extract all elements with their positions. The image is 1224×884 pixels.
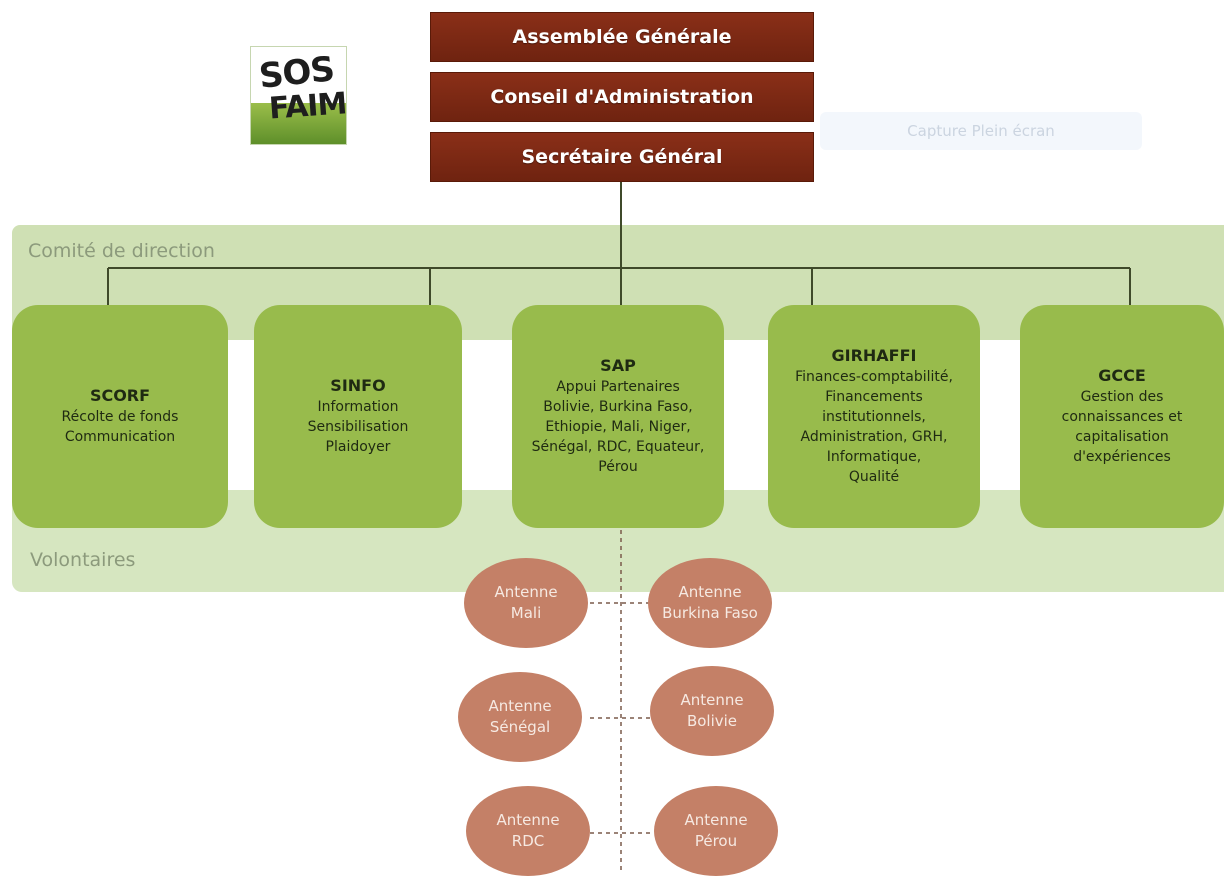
dept-line: Appui Partenaires: [556, 379, 680, 395]
antenna-mali: Antenne Mali: [464, 558, 588, 648]
antenna-country: Pérou: [694, 832, 738, 850]
conseil-administration-box: Conseil d'Administration: [430, 72, 814, 122]
assemblee-generale-box: Assemblée Générale: [430, 12, 814, 62]
antenna-country: Sénégal: [489, 718, 551, 736]
secretaire-general-box: Secrétaire Général: [430, 132, 814, 182]
dept-name: SCORF: [89, 386, 151, 405]
dept-line: Plaidoyer: [325, 439, 391, 455]
antenna-label: Antenne: [678, 583, 742, 601]
dept-line: Communication: [64, 429, 176, 445]
dept-line: Pérou: [598, 459, 638, 475]
antenna-country: Bolivie: [686, 712, 738, 730]
dept-line: Financements: [825, 389, 923, 405]
dept-sap: SAP Appui Partenaires Bolivie, Burkina F…: [512, 305, 724, 528]
antenna-label: Antenne: [488, 697, 552, 715]
dept-line: d'expériences: [1073, 449, 1171, 465]
dept-line: Finances-comptabilité,: [795, 369, 953, 385]
antenna-rdc: Antenne RDC: [466, 786, 590, 876]
dept-name: GCCE: [1098, 366, 1146, 385]
committee-label: Comité de direction: [28, 240, 215, 262]
dept-line: Sénégal, RDC, Equateur,: [531, 439, 705, 455]
logo-text-faim: FAIM: [267, 86, 347, 127]
dept-line: institutionnels,: [822, 409, 926, 425]
antenna-label: Antenne: [496, 811, 560, 829]
dept-line: Information: [317, 399, 399, 415]
antenna-senegal: Antenne Sénégal: [458, 672, 582, 762]
dept-line: Ethiopie, Mali, Niger,: [545, 419, 691, 435]
dept-girhaffi: GIRHAFFI Finances-comptabilité, Financem…: [768, 305, 980, 528]
antenna-country: Burkina Faso: [662, 604, 758, 622]
dept-scorf: SCORF Récolte de fonds Communication: [12, 305, 228, 528]
dept-name: GIRHAFFI: [831, 346, 917, 365]
dept-line: Gestion des: [1080, 389, 1164, 405]
antenna-label: Antenne: [680, 691, 744, 709]
dept-name: SAP: [600, 356, 636, 375]
antenna-burkina-faso: Antenne Burkina Faso: [648, 558, 772, 648]
dept-line: Qualité: [848, 469, 900, 485]
dept-line: connaissances et: [1061, 409, 1183, 425]
dept-line: capitalisation: [1075, 429, 1169, 445]
antenna-perou: Antenne Pérou: [654, 786, 778, 876]
dept-line: Récolte de fonds: [61, 409, 179, 425]
dept-line: Informatique,: [826, 449, 922, 465]
sos-faim-logo: SOS FAIM: [250, 46, 347, 145]
dept-line: Sensibilisation: [307, 419, 409, 435]
antenna-label: Antenne: [684, 811, 748, 829]
dept-gcce: GCCE Gestion des connaissances et capita…: [1020, 305, 1224, 528]
dept-line: Administration, GRH,: [800, 429, 948, 445]
screen-capture-watermark: Capture Plein écran: [820, 112, 1142, 150]
antenna-country: RDC: [511, 832, 545, 850]
antenna-country: Mali: [510, 604, 542, 622]
volunteers-label: Volontaires: [30, 549, 136, 571]
dept-name: SINFO: [330, 376, 386, 395]
dept-line: Bolivie, Burkina Faso,: [543, 399, 693, 415]
antenna-bolivie: Antenne Bolivie: [650, 666, 774, 756]
dept-sinfo: SINFO Information Sensibilisation Plaido…: [254, 305, 462, 528]
antenna-label: Antenne: [494, 583, 558, 601]
